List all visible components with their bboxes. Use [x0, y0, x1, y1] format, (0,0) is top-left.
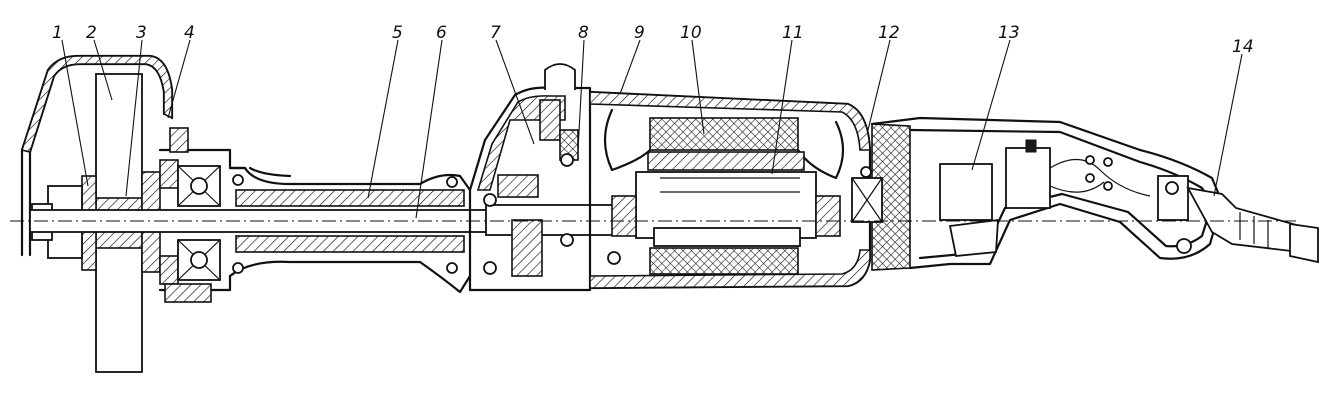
- callout-12: 12: [878, 23, 900, 43]
- callout-11: 11: [782, 23, 804, 43]
- callout-8: 8: [578, 23, 589, 43]
- callout-14: 14: [1232, 37, 1254, 57]
- callout-1: 1: [52, 23, 63, 43]
- power-cable: [1157, 175, 1319, 264]
- switch: [939, 139, 1151, 257]
- callout-labels: 1 2 3 4 5 6 7 8 9 10 11 12 13 14: [52, 23, 1254, 57]
- gear-housing: [468, 63, 592, 292]
- callout-5: 5: [392, 23, 403, 43]
- rotor: [607, 151, 841, 265]
- leader-lines: [61, 39, 1243, 219]
- callout-6: 6: [436, 23, 447, 43]
- callout-9: 9: [634, 23, 645, 43]
- stator: [603, 108, 845, 275]
- wheel-guard: [20, 54, 174, 257]
- callout-7: 7: [490, 23, 501, 43]
- callout-10: 10: [680, 23, 702, 43]
- callout-4: 4: [184, 23, 195, 43]
- handle: [870, 116, 1224, 270]
- callout-2: 2: [86, 23, 97, 43]
- rear-shield: [851, 123, 911, 271]
- callout-13: 13: [998, 23, 1020, 43]
- spindle-shaft: [29, 204, 667, 236]
- spindle-tube: [228, 166, 472, 294]
- callout-3: 3: [136, 23, 147, 43]
